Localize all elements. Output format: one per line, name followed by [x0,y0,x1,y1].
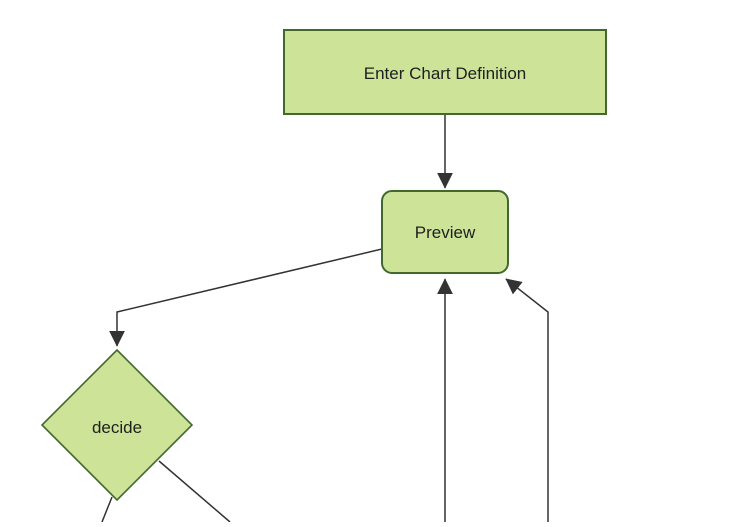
node-preview: Preview [381,190,509,274]
edge-decide-to-offscreen-2 [158,460,231,523]
enter-chart-definition-box [283,29,607,115]
preview-label: Preview [415,223,476,242]
edge-decide-to-offscreen-1 [101,496,113,523]
edge-offscreen-right-to-preview [505,278,549,522]
decide-label: decide [92,418,142,437]
node-enter-chart-definition: Enter Chart Definition [283,29,607,115]
preview-box [381,190,509,274]
decide-diamond [40,348,194,502]
edge-preview-to-decide [109,248,383,347]
enter-chart-definition-label: Enter Chart Definition [364,64,527,83]
node-decide: decide [40,348,194,502]
